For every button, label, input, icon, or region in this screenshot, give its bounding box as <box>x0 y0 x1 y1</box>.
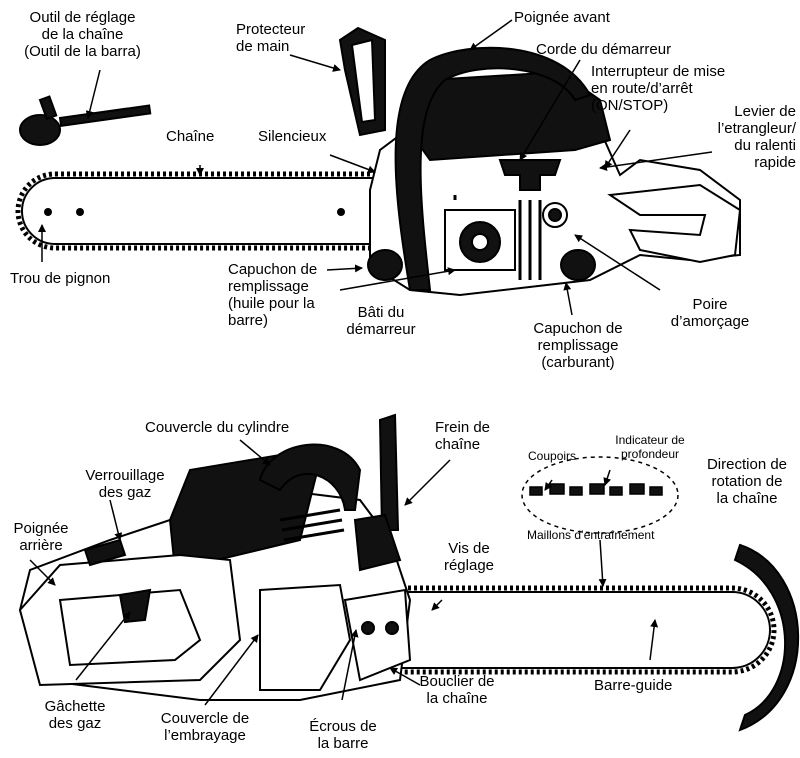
label-throttle-trigger: Gâchette des gaz <box>20 698 130 732</box>
label-front-handle: Poignée avant <box>514 9 610 26</box>
label-rear-handle: Poignée arrière <box>0 520 82 554</box>
label-choke-lever: Levier de l’etrangleur/ du ralenti rapid… <box>692 103 796 171</box>
label-drive-links: Maillons d’entraînement <box>527 528 654 542</box>
top-sprocket-hole <box>45 209 51 215</box>
label-hand-guard: Protecteur de main <box>236 21 305 55</box>
bottom-chain-brake <box>380 415 398 530</box>
label-chain-shield: Bouclier de la chaîne <box>402 673 512 707</box>
chain-detail <box>522 457 678 533</box>
bottom-throttle-trigger <box>120 590 150 622</box>
top-adjustment-tool <box>20 97 150 145</box>
label-depth-gauge: Indicateur de profondeur <box>600 433 700 461</box>
label-oil-cap: Capuchon de remplissage (huile pour la b… <box>228 261 317 329</box>
label-sprocket-hole: Trou de pignon <box>10 270 110 287</box>
label-starter-housing: Bâti du démarreur <box>326 304 436 338</box>
label-throttle-lockout: Verrouillage des gaz <box>70 467 180 501</box>
label-primer-bulb: Poire d’amorçage <box>650 296 770 330</box>
label-bar-nuts: Écrous de la barre <box>288 718 398 752</box>
label-clutch-cover: Couvercle de l’embrayage <box>145 710 265 744</box>
top-fuel-cap <box>561 250 595 280</box>
label-cutters: Coupoirs <box>528 449 576 463</box>
label-adjustment-screw: Vis de réglage <box>424 540 514 574</box>
label-chain: Chaîne <box>166 128 214 145</box>
label-starter-rope: Corde du démarreur <box>536 41 671 58</box>
top-oil-cap <box>368 250 402 280</box>
label-cylinder-cover: Couvercle du cylindre <box>145 419 289 436</box>
label-chain-brake: Frein de chaîne <box>435 419 490 453</box>
bottom-bar-nut <box>362 622 374 634</box>
label-adjustment-tool: Outil de réglage de la chaîne (Outil de … <box>0 9 165 60</box>
label-chain-rotation: Direction de rotation de la chaîne <box>692 456 800 507</box>
label-guide-bar: Barre-guide <box>594 677 672 694</box>
label-fuel-cap: Capuchon de remplissage (carburant) <box>518 320 638 371</box>
label-muffler: Silencieux <box>258 128 326 145</box>
